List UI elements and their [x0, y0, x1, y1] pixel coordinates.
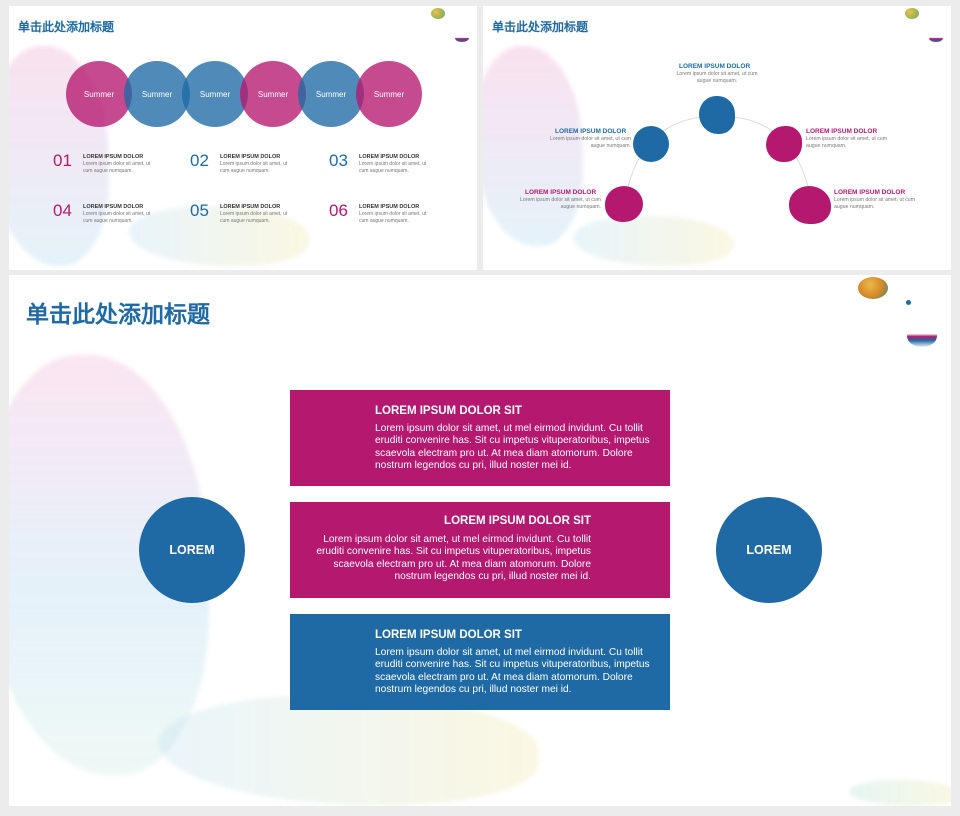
slide-3: 单击此处添加标题 LOREM LOREM LOREM IPSUM DOLOR S… — [9, 275, 951, 806]
paint-splash — [573, 216, 733, 266]
node-heading: LOREM IPSUM DOLOR — [679, 63, 751, 70]
paint-splash — [483, 46, 583, 246]
content-box: LOREM IPSUM DOLOR SIT Lorem ipsum dolor … — [290, 614, 670, 710]
item-body: Lorem ipsum dolor sit amet, ut cum augue… — [220, 211, 288, 224]
box-body: Lorem ipsum dolor sit amet, ut mel eirmo… — [375, 423, 650, 471]
summer-circle: Summer — [124, 61, 190, 127]
page-title: 单击此处添加标题 — [26, 302, 210, 328]
item-body: Lorem ipsum dolor sit amet, ut cum augue… — [83, 161, 151, 174]
node-body: Lorem ipsum dolor sit amet, ut cum augue… — [676, 71, 758, 84]
paint-blob — [906, 300, 911, 305]
node-body: Lorem ipsum dolor sit amet, ut cum augue… — [519, 197, 601, 210]
box-heading: LOREM IPSUM DOLOR SIT — [375, 629, 522, 641]
box-heading: LOREM IPSUM DOLOR SIT — [444, 515, 591, 527]
box-heading: LOREM IPSUM DOLOR SIT — [375, 405, 522, 417]
node-blob — [605, 186, 643, 222]
paint-blob — [907, 325, 937, 347]
item-heading: LOREM IPSUM DOLOR — [220, 154, 281, 160]
item-body: Lorem ipsum dolor sit amet, ut cum augue… — [83, 211, 151, 224]
item-body: Lorem ipsum dolor sit amet, ut cum augue… — [359, 211, 427, 224]
item-number: 06 — [329, 201, 348, 220]
item-heading: LOREM IPSUM DOLOR — [359, 154, 420, 160]
right-circle: LOREM — [716, 497, 822, 603]
item-heading: LOREM IPSUM DOLOR — [83, 204, 144, 210]
item-number: 01 — [53, 151, 72, 170]
content-box: LOREM IPSUM DOLOR SIT Lorem ipsum dolor … — [290, 502, 670, 598]
item-body: Lorem ipsum dolor sit amet, ut cum augue… — [359, 161, 427, 174]
paint-blob — [455, 34, 469, 42]
left-circle: LOREM — [139, 497, 245, 603]
summer-circle: Summer — [356, 61, 422, 127]
item-number: 02 — [190, 151, 209, 170]
item-heading: LOREM IPSUM DOLOR — [83, 154, 144, 160]
item-number: 03 — [329, 151, 348, 170]
summer-circle: Summer — [182, 61, 248, 127]
paint-blob — [905, 8, 919, 19]
paint-blob — [858, 277, 888, 299]
item-body: Lorem ipsum dolor sit amet, ut cum augue… — [220, 161, 288, 174]
paint-blob — [431, 8, 445, 19]
node-heading: LOREM IPSUM DOLOR — [806, 128, 878, 135]
paint-splash — [849, 780, 951, 806]
item-number: 05 — [190, 201, 209, 220]
slide-2: 单击此处添加标题 LOREM IPSUM DOLOR Lorem ipsum d… — [483, 6, 951, 270]
node-body: Lorem ipsum dolor sit amet, ut cum augue… — [834, 197, 916, 210]
item-heading: LOREM IPSUM DOLOR — [359, 204, 420, 210]
paint-splash — [159, 695, 539, 805]
slide-1: 单击此处添加标题 Summer Summer Summer Summer Sum… — [9, 6, 477, 270]
item-heading: LOREM IPSUM DOLOR — [220, 204, 281, 210]
summer-circle: Summer — [66, 61, 132, 127]
node-heading: LOREM IPSUM DOLOR — [525, 189, 597, 196]
page-title: 单击此处添加标题 — [18, 20, 115, 34]
node-blob — [699, 96, 735, 134]
paint-blob — [929, 34, 943, 42]
box-body: Lorem ipsum dolor sit amet, ut mel eirmo… — [316, 534, 591, 582]
summer-circle: Summer — [298, 61, 364, 127]
node-heading: LOREM IPSUM DOLOR — [555, 128, 627, 135]
node-body: Lorem ipsum dolor sit amet, ut cum augue… — [549, 136, 631, 149]
node-blob — [633, 126, 669, 162]
item-number: 04 — [53, 201, 72, 220]
summer-circle: Summer — [240, 61, 306, 127]
node-heading: LOREM IPSUM DOLOR — [834, 189, 906, 196]
node-blob — [789, 186, 831, 224]
page-title: 单击此处添加标题 — [492, 20, 589, 34]
content-box: LOREM IPSUM DOLOR SIT Lorem ipsum dolor … — [290, 390, 670, 486]
box-body: Lorem ipsum dolor sit amet, ut mel eirmo… — [375, 647, 650, 695]
paint-splash — [129, 206, 309, 266]
node-body: Lorem ipsum dolor sit amet, ut cum augue… — [806, 136, 888, 149]
node-blob — [766, 126, 802, 162]
